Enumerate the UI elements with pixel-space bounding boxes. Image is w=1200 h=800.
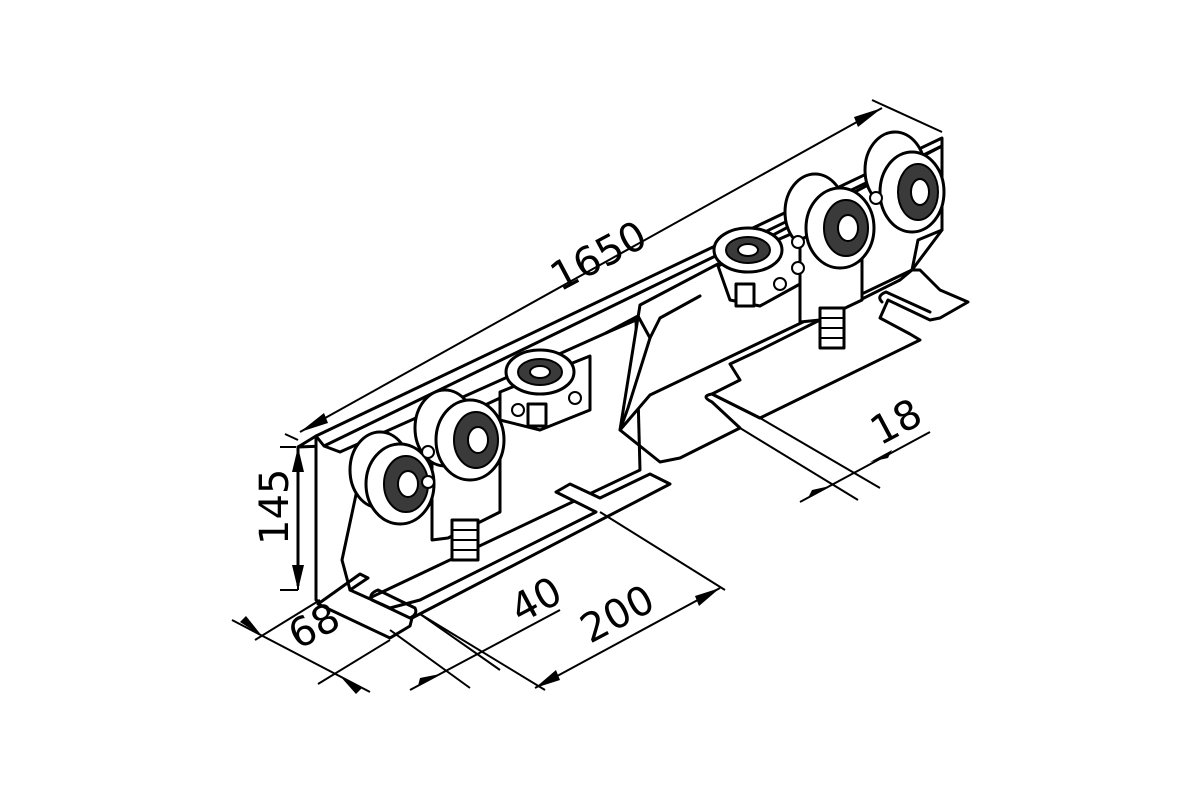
dim-length-ext-left bbox=[284, 433, 299, 441]
dim-depth-arrow-2 bbox=[340, 676, 362, 694]
dim-spacing-ext-1 bbox=[419, 613, 546, 691]
right-wheel-1-hub bbox=[837, 214, 859, 242]
right-foot-slot bbox=[878, 290, 932, 314]
dim-height-label: 145 bbox=[252, 469, 298, 545]
left-wheel-1-hub bbox=[397, 470, 419, 498]
dim-length-arrow-right bbox=[854, 108, 882, 127]
left-guide-roller bbox=[498, 348, 592, 432]
right-roller-assembly bbox=[783, 130, 946, 350]
dim-length-line bbox=[299, 107, 883, 433]
dim-height-arrow-top bbox=[292, 447, 304, 472]
right-guide-nut bbox=[734, 282, 756, 308]
dim-slot-ext-1 bbox=[389, 629, 471, 689]
dim-spacing-label: 200 bbox=[573, 576, 662, 652]
right-bolt-3 bbox=[869, 191, 883, 205]
right-guide-wheel-hub bbox=[737, 243, 759, 257]
dim-height-arrow-bottom bbox=[292, 565, 304, 590]
dim-slot-label: 40 bbox=[503, 568, 570, 633]
right-bolt-1 bbox=[791, 235, 805, 249]
dim-depth-ext-2 bbox=[317, 639, 391, 685]
left-guide-wheel-hub bbox=[529, 365, 551, 379]
left-bolt-1 bbox=[421, 445, 435, 459]
left-guide-bolt-2 bbox=[568, 391, 582, 405]
dim-spacing-line bbox=[534, 587, 721, 689]
dim-depth-ext-1 bbox=[254, 599, 321, 641]
dim-spacing-ext-2 bbox=[599, 511, 726, 591]
dim-length-arrow-left bbox=[300, 413, 328, 432]
middle-upper-bend bbox=[648, 294, 702, 340]
dimension-lines bbox=[231, 99, 943, 694]
right-foot-bend bbox=[910, 228, 944, 272]
middle-joint bbox=[604, 294, 762, 464]
right-bolt-2 bbox=[791, 261, 805, 275]
dim-offset-ext-1 bbox=[739, 427, 859, 501]
dim-spacing-arrow-right bbox=[695, 588, 720, 606]
right-wheel-2-hub bbox=[910, 178, 930, 206]
right-guide-bolt bbox=[773, 277, 787, 291]
dim-spacing-arrow-left bbox=[535, 670, 560, 688]
dim-slot-arrow bbox=[418, 674, 440, 686]
middle-bend-line bbox=[604, 314, 762, 464]
right-guide-roller bbox=[712, 226, 802, 308]
left-foot-slot bbox=[369, 588, 418, 620]
dim-slot-ext-2 bbox=[419, 613, 501, 671]
left-bolt-2 bbox=[421, 475, 435, 489]
dim-length-ext-right bbox=[871, 99, 943, 133]
dim-offset-arrow-2 bbox=[870, 450, 892, 462]
dim-offset-arrow-1 bbox=[808, 486, 830, 498]
left-guide-nut bbox=[526, 402, 548, 428]
left-wheel-2-hub bbox=[467, 426, 489, 454]
left-roller-assembly bbox=[348, 388, 506, 562]
dim-offset-label: 18 bbox=[863, 390, 930, 455]
dim-offset-ext-2 bbox=[759, 417, 881, 489]
left-foot-plate bbox=[316, 472, 672, 640]
dim-depth-arrow-1 bbox=[240, 616, 262, 636]
left-guide-bolt-1 bbox=[511, 403, 525, 417]
